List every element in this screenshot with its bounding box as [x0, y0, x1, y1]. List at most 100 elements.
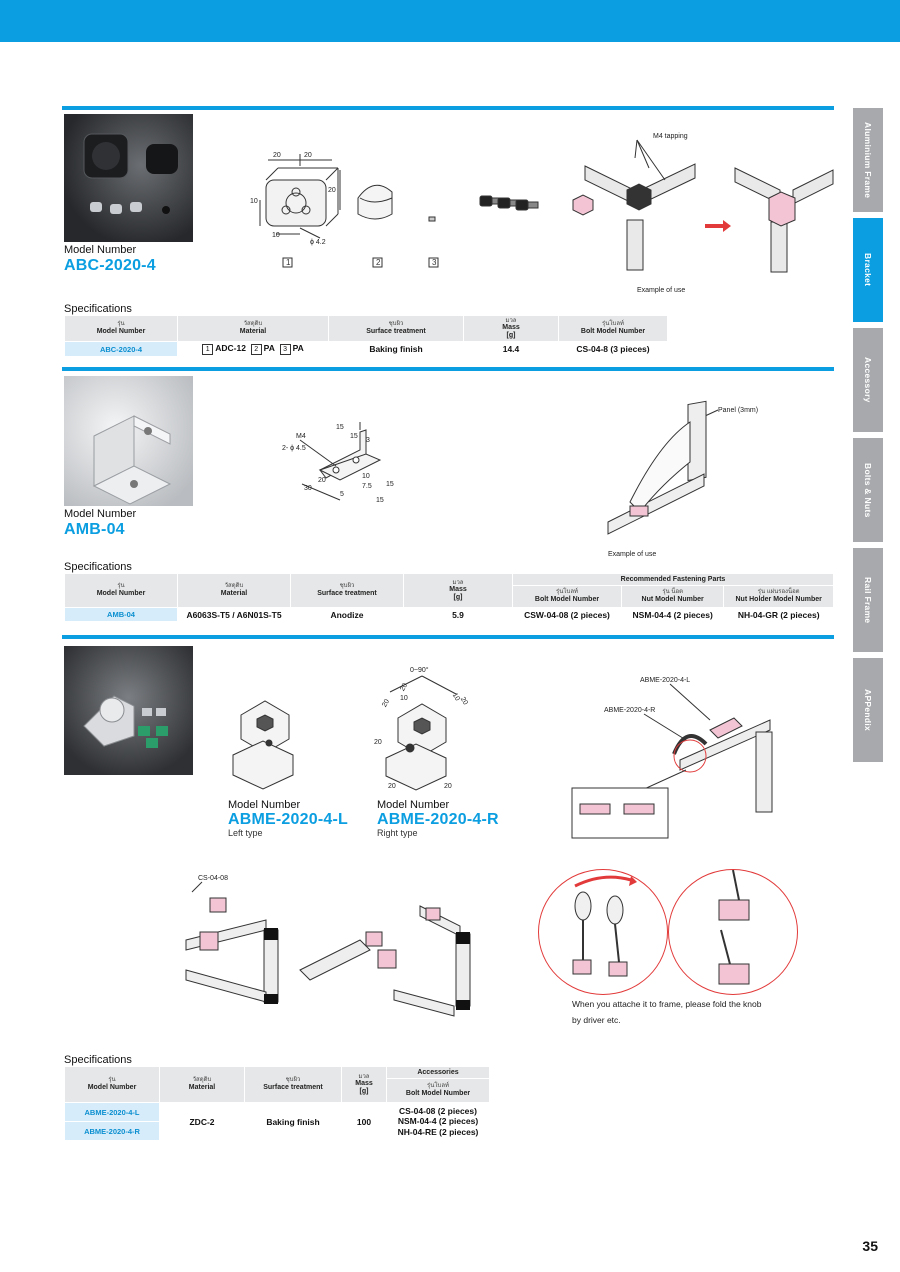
dim-label: 15 — [336, 424, 344, 431]
section-rule — [62, 367, 834, 371]
tab-rail-frame[interactable]: Rail Frame — [853, 548, 883, 652]
cell-model: ABC-2020-4 — [64, 341, 178, 357]
dim-label: 20 — [374, 739, 382, 746]
col-group: Accessories — [386, 1066, 490, 1079]
part-mark: 3 — [432, 258, 437, 267]
detail-circle — [668, 869, 798, 995]
tab-accessory[interactable]: Accessory — [853, 328, 883, 432]
abc-example-drawing: M4 tapping Example of use — [572, 133, 834, 294]
col-bolt: รุ่นโบลท์Bolt Model Number — [558, 315, 668, 342]
table-row: ABME-2020-4-L ZDC-2 Baking finish 100 CS… — [64, 1102, 490, 1141]
table-row: AMB-04 A6063S-T5 / A6N01S-T5 Anodize 5.9… — [64, 607, 834, 622]
cell-model: ABME-2020-4-L — [64, 1102, 160, 1122]
model-number-label: Model Number — [64, 244, 137, 256]
model-number-label: Model Number — [377, 799, 450, 811]
dim-label: 0~90° — [410, 666, 429, 674]
abc-drawing: 20 20 20 10 10 ϕ 4.2 1 2 3 — [250, 152, 539, 268]
dim-label: 10 — [362, 473, 370, 480]
dim-label: 10 — [250, 198, 258, 205]
callout-label: M4 tapping — [653, 133, 688, 140]
tab-bolts-nuts[interactable]: Bolts & Nuts — [853, 438, 883, 542]
dim-label: 2- ϕ 4.5 — [282, 445, 306, 452]
cell-mass: 14.4 — [463, 341, 559, 357]
assembly-note: When you attache it to frame, please fol… — [572, 999, 762, 1009]
abme-example-drawing: ABME-2020-4-L ABME-2020-4-R — [571, 677, 773, 839]
cell-nut: NSM-04-4 (2 pieces) — [620, 607, 725, 622]
abme-l-drawing — [232, 700, 294, 790]
amb-example-drawing: Panel (3mm) Example of use — [607, 400, 758, 558]
section-rule — [62, 106, 834, 110]
col-bolt: รุ่นโบลท์Bolt Model Number — [512, 585, 622, 608]
model-number-left: ABME-2020-4-L — [228, 811, 348, 828]
model-number-label: Model Number — [64, 508, 137, 520]
spec-title: Specifications — [64, 303, 132, 315]
top-banner — [0, 0, 900, 42]
dim-label: ϕ 4.2 — [310, 239, 326, 246]
cell-holder: NH-04-GR (2 pieces) — [723, 607, 834, 622]
cell-model: AMB-04 — [64, 607, 178, 622]
product-photo — [64, 646, 193, 775]
cell-mass: 100 — [341, 1102, 387, 1141]
tab-label: Rail Frame — [863, 576, 873, 624]
tab-aluminium-frame[interactable]: Aluminium Frame — [853, 108, 883, 212]
dim-label: 10 — [451, 692, 461, 702]
dim-label: 3 — [366, 437, 370, 444]
callout-label: Panel (3mm) — [718, 407, 758, 414]
callout-label: CS-04-08 — [198, 875, 228, 882]
dim-label: 7.5 — [362, 483, 372, 490]
dim-label: 5 — [340, 491, 344, 498]
dim-label: 20 — [328, 187, 336, 194]
dim-label: 20 — [381, 698, 391, 708]
spec-title: Specifications — [64, 561, 132, 573]
product-photo — [64, 114, 193, 242]
abme-r-drawing: 0~90° 20 20 10 10 20 20 20 20 — [374, 666, 469, 791]
type-caption: Left type — [228, 828, 263, 838]
col-group: Recommended Fastening Parts — [512, 573, 834, 586]
cell-bolt: CSW-04-08 (2 pieces) — [512, 607, 622, 622]
product-photo — [64, 376, 193, 506]
callout-label: ABME-2020-4-R — [604, 707, 655, 714]
cell-surface: Baking finish — [244, 1102, 342, 1141]
dim-label: 15 — [376, 497, 384, 504]
part-mark: 2 — [376, 258, 381, 267]
detail-circle — [538, 869, 668, 995]
dim-label: 20 — [304, 152, 312, 159]
part-mark: 1 — [286, 258, 291, 267]
tab-label: Aluminium Frame — [863, 121, 873, 199]
type-caption: Right type — [377, 828, 418, 838]
callout-label: ABME-2020-4-L — [640, 677, 690, 684]
model-number: ABC-2020-4 — [64, 257, 156, 274]
col-bolt: รุ่นโบลท์Bolt Model Number — [386, 1078, 490, 1103]
dim-label: 20 — [273, 152, 281, 159]
tab-label: Accessory — [863, 357, 873, 403]
tab-appendix[interactable]: APPendix — [853, 658, 883, 762]
dim-label: 20 — [444, 783, 452, 790]
cell-surface: Baking finish — [328, 341, 464, 357]
page-number: 35 — [862, 1238, 878, 1254]
tab-label: Bolts & Nuts — [863, 462, 873, 518]
cell-model: ABME-2020-4-R — [64, 1121, 160, 1141]
dim-label: 20 — [399, 682, 409, 692]
dim-label: 20 — [318, 477, 326, 484]
cell-surface: Anodize — [290, 607, 404, 622]
tab-bracket[interactable]: Bracket — [853, 218, 883, 322]
section-rule — [62, 635, 834, 639]
cell-material: ZDC-2 — [159, 1102, 245, 1141]
dim-label: 20 — [459, 696, 469, 706]
dim-label: 10 — [272, 232, 280, 239]
amb-drawing: M4 2- ϕ 4.5 15 15 3 10 7.5 15 15 20 30 5 — [282, 422, 394, 504]
